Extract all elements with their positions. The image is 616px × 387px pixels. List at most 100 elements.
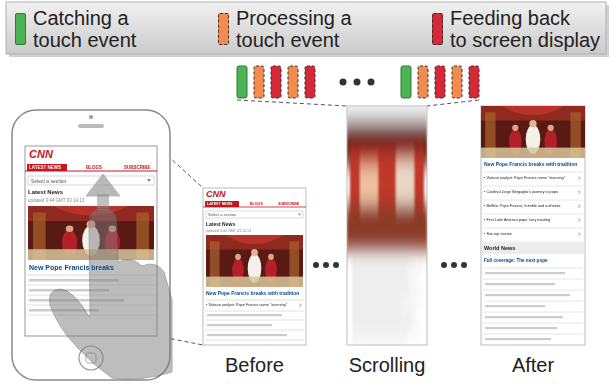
before-screenshot	[205, 320, 304, 321]
event-bars	[401, 66, 411, 98]
before-screenshot	[207, 314, 282, 316]
after-screenshot	[578, 177, 581, 236]
story-link: Full coverage: The next pope	[484, 258, 548, 263]
section-heading: Latest News	[28, 189, 63, 196]
tab-label: LATEST NEWS	[207, 202, 232, 206]
story-link: • Vatican analyst: Pope Francis name "st…	[484, 176, 565, 180]
after-screenshot	[483, 200, 583, 201]
zoom-leader	[157, 100, 479, 345]
legend-bar	[9, 5, 609, 57]
swipe-arrow	[86, 174, 120, 210]
after-screenshot	[482, 243, 585, 254]
section-heading: World News	[484, 245, 515, 251]
tab-label: BLOGS	[86, 165, 102, 170]
before-screenshot	[203, 188, 306, 345]
legend-swatch	[432, 13, 443, 45]
scrolling-screenshot	[352, 272, 407, 274]
smartphone	[78, 124, 104, 128]
tab-label: BLOGS	[250, 202, 263, 206]
story-link: • See top stories	[484, 232, 512, 236]
after-screenshot	[485, 327, 557, 329]
ellipsis-dots	[333, 262, 339, 268]
legend-swatch	[15, 13, 26, 45]
story-link: • Cardinal Jorge Bergoglio's journey to …	[484, 190, 558, 194]
ellipsis-dots	[340, 79, 347, 86]
before-screenshot	[203, 188, 306, 345]
headline: New Pope Francis breaks with tradition	[206, 290, 299, 296]
scrolling-screenshot	[360, 165, 378, 205]
event-bars	[305, 66, 315, 98]
after-screenshot	[483, 214, 583, 215]
legend-swatch	[218, 13, 229, 45]
ellipsis-dots	[323, 262, 329, 268]
scrolling-screenshot	[352, 336, 407, 338]
after-screenshot	[485, 272, 570, 340]
before-screenshot	[299, 304, 302, 307]
after-screenshot	[485, 305, 545, 307]
after-screenshot	[483, 290, 583, 291]
caption-label: Before	[225, 354, 284, 377]
after-screenshot	[578, 233, 581, 236]
scrolling-screenshot	[352, 288, 410, 290]
ellipsis-dots	[313, 262, 319, 268]
before-screenshot	[205, 311, 304, 312]
after-screenshot	[483, 279, 583, 280]
section-heading: Latest News	[206, 221, 235, 227]
before-screenshot	[207, 324, 272, 326]
event-bars	[254, 66, 264, 98]
event-bars	[418, 66, 428, 98]
caption-label: After	[512, 354, 554, 377]
before-screenshot	[205, 330, 304, 331]
after-screenshot	[481, 106, 585, 345]
after-screenshot	[483, 323, 583, 324]
ellipsis-dots	[451, 262, 457, 268]
after-screenshot	[578, 219, 581, 222]
legend-text: Feeding back to screen display	[450, 7, 600, 51]
after-screenshot	[483, 186, 583, 187]
scrolling-screenshot	[350, 150, 424, 210]
scrolling-screenshot	[347, 108, 427, 338]
after-screenshot	[483, 228, 583, 229]
ellipsis-dots	[368, 79, 375, 86]
after-screenshot	[578, 205, 581, 208]
after-screenshot	[483, 242, 583, 243]
logo-text: CNN	[206, 189, 226, 199]
legend-text-box: Catching a touch event	[33, 7, 145, 51]
legend-text: Processing a touch event	[236, 7, 352, 51]
before-screenshot	[205, 340, 304, 341]
before-screenshot	[206, 211, 303, 218]
scrolling-screenshot	[347, 106, 427, 345]
logo-text: CNN	[29, 148, 53, 161]
after-screenshot	[578, 177, 581, 180]
after-screenshot	[485, 272, 565, 274]
scrolling-screenshot	[352, 256, 412, 258]
after-screenshot	[485, 338, 551, 340]
timestamp: updated 3:44 GMT 03.14.13	[206, 229, 251, 233]
headline: New Pope Francis breaks	[29, 263, 114, 271]
after-screenshot	[578, 191, 581, 194]
scrolling-screenshot	[347, 108, 427, 124]
scrolling-screenshot	[396, 160, 414, 205]
scrolling-screenshot	[352, 296, 422, 298]
after-screenshot	[485, 294, 570, 296]
tab-label: SUBSCRIBE	[124, 165, 151, 170]
timestamp: updated 3:44 GMT 03.14.13	[28, 198, 84, 203]
caption-label: Scrolling	[349, 354, 426, 377]
before-screenshot	[207, 334, 287, 336]
scrolling-screenshot	[347, 205, 427, 250]
scrolling-screenshot	[347, 108, 427, 338]
before-screenshot	[206, 235, 303, 287]
phone-screen-page	[147, 179, 151, 182]
after-screenshot	[483, 301, 583, 302]
scrolling-screenshot	[352, 280, 418, 282]
event-bars	[271, 66, 281, 98]
event-bars	[237, 66, 479, 98]
event-bars	[469, 66, 479, 98]
zoom-leader	[237, 100, 347, 106]
story-link: • Bellitto: Pope Francis, humble and aut…	[484, 204, 561, 208]
hand	[49, 208, 172, 379]
legend-text-box: Processing a touch event	[236, 7, 360, 51]
after-screenshot	[483, 172, 583, 173]
before-screenshot	[298, 214, 301, 216]
ellipsis-dots	[441, 262, 447, 268]
